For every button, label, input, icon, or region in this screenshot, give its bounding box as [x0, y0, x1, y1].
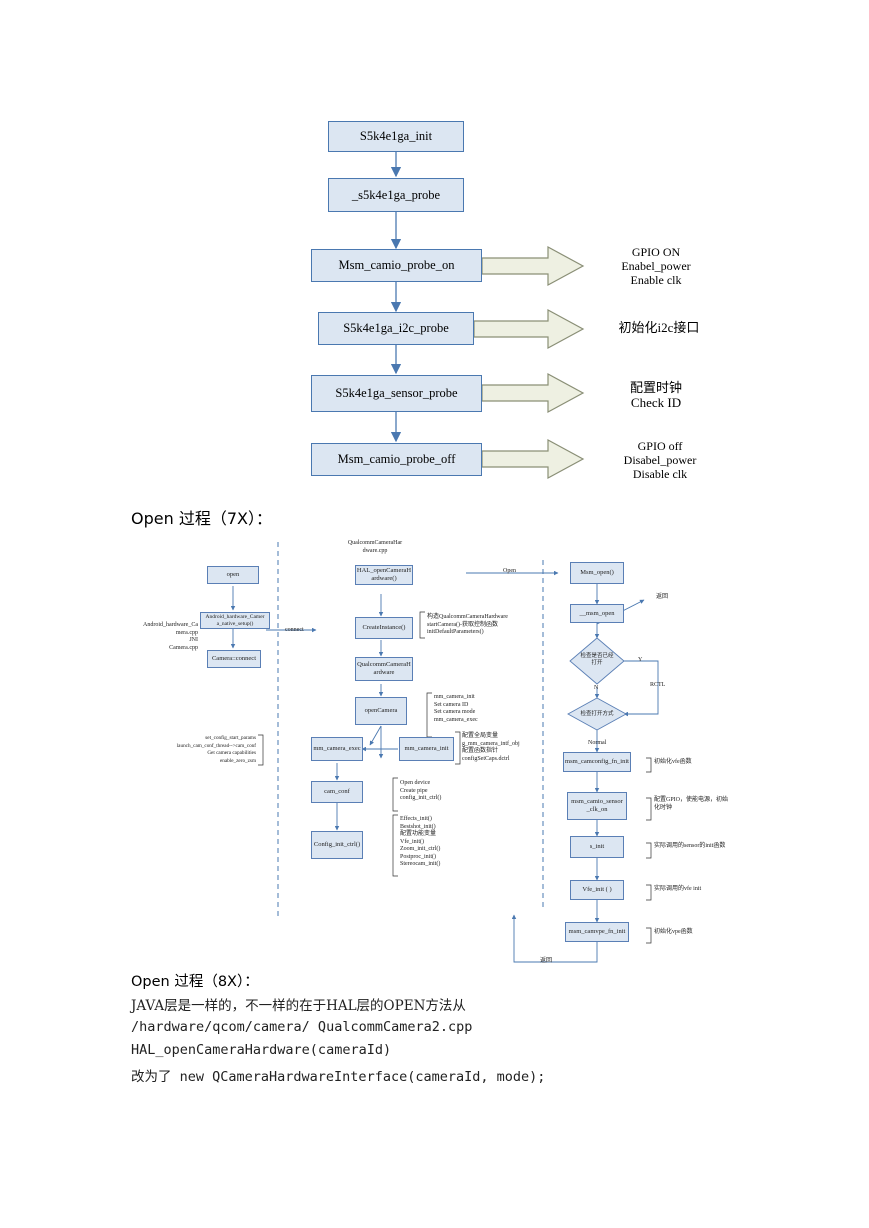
flow-box-sensor-probe: S5k4e1ga_sensor_probe [311, 375, 482, 412]
box-cam-conf: cam_conf [311, 781, 363, 803]
label-return-top: 返回 [656, 594, 669, 600]
box-msm-open: Msm_open() [570, 562, 624, 584]
note-config-init: Effects_init() Bestshot_init() 配置功能变量 Vf… [400, 816, 441, 867]
arrow-icon [481, 438, 585, 480]
box-hal-open: HAL_openCameraH ardware() [355, 565, 413, 585]
label-no: N [594, 685, 599, 691]
flow-box-msm-camio-probe-on: Msm_camio_probe_on [311, 249, 482, 282]
note-clk-on: 配置GPIO，使能电源，初始 化时钟 [654, 797, 729, 811]
box-msm-open-internal: __msm_open [570, 604, 624, 623]
note-config-clock: 配置时钟 Check ID [629, 380, 682, 410]
label-check-opened: 检查是否已经 打开 [580, 653, 614, 666]
body-line-2: /hardware/qcom/camera/ QualcommCamera2.c… [131, 1019, 473, 1035]
note-gpio-off: GPIO off Disabel_power Disable clk [623, 439, 697, 481]
note-opencamera: mm_camera_init Set camera ID Set camera … [434, 694, 478, 723]
label-return-bottom: 返回 [540, 958, 553, 964]
note-gpio-on: GPIO ON Enabel_power Enable clk [621, 245, 691, 287]
note-camconfig: 初始化vfe函数 [654, 759, 692, 765]
label-connect: connect [285, 627, 304, 633]
flow-box-s5k4e1ga-probe: _s5k4e1ga_probe [328, 178, 464, 212]
box-camera-connect: Camera::connect [207, 650, 261, 668]
note-cam-conf: Open device Create pipe config_init_ctrl… [400, 780, 442, 801]
box-mm-camera-init: mm_camera_init [399, 737, 454, 761]
box-opencamera: openCamera [355, 697, 407, 725]
label-open-kernel: Open [503, 568, 516, 574]
label-check-mode: 检查打开方式 [580, 711, 614, 717]
label-normal: Normal [588, 740, 607, 746]
note-mm-camera-init: 配置全局变量 g_mm_camera_intf_obj 配置函数指针 confi… [462, 733, 520, 762]
body-line-3: HAL_openCameraHardware(cameraId) [131, 1042, 392, 1058]
note-s-init: 实际调用的sensor的init函数 [654, 843, 726, 849]
box-native-setup: Android_hardware_Camer a_native_setup() [200, 612, 270, 629]
body-line-1: JAVA层是一样的，不一样的在于HAL层的OPEN方法从 [131, 998, 466, 1014]
box-createinstance: CreateInstance() [355, 617, 413, 639]
arrow-icon [481, 245, 585, 287]
label-yes: Y [638, 657, 643, 663]
note-mm-camera-exec: set_config_start_params launch_cam_conf_… [176, 735, 256, 764]
heading-open-8x: Open 过程（8X）： [131, 974, 259, 990]
note-init-i2c: 初始化i2c接口 [618, 320, 700, 335]
decision-diamond-opened [569, 637, 625, 685]
box-s-init: s_init [570, 836, 624, 858]
decision-diamond-mode [567, 697, 627, 731]
box-sensor-clk-on: msm_camio_sensor _clk_on [567, 792, 627, 820]
box-open: open [207, 566, 259, 584]
label-rctl: RCTL [650, 682, 666, 688]
flow-box-msm-camio-probe-off: Msm_camio_probe_off [311, 443, 482, 476]
note-vfe-init: 实际调用的vfe init [654, 886, 702, 892]
heading-open-7x: Open 过程（7X）： [131, 509, 272, 528]
probe-flowchart-connectors [390, 152, 585, 480]
label-jni-files: Android_hardware_Ca mera.cpp JNI Camera.… [143, 622, 198, 651]
flow-box-s5k4e1ga-init: S5k4e1ga_init [328, 121, 464, 152]
box-vfe-init: Vfe_init ( ) [570, 880, 624, 900]
arrow-icon [481, 372, 585, 414]
box-mm-camera-exec: mm_camera_exec [311, 737, 363, 761]
flow-box-i2c-probe: S5k4e1ga_i2c_probe [318, 312, 474, 345]
note-createinstance: 构造QualcommCameraHardware startCamera()-获… [427, 614, 508, 635]
box-camvpe-fn-init: msm_camvpe_fn_init [565, 922, 629, 942]
box-qualcomm-hw: QualcommCameraH ardware [355, 657, 413, 681]
note-vpe-init: 初始化vpe函数 [654, 929, 693, 935]
label-qualcomm-file: QualcommCameraHar dware.cpp [347, 540, 403, 554]
box-config-init-ctrl: Config_init_ctrl() [311, 831, 363, 859]
box-camconfig-fn-init: msm_camconfig_fn_init [563, 752, 631, 772]
arrow-icon [473, 308, 585, 350]
body-line-4: 改为了 new QCameraHardwareInterface(cameraI… [131, 1069, 546, 1085]
